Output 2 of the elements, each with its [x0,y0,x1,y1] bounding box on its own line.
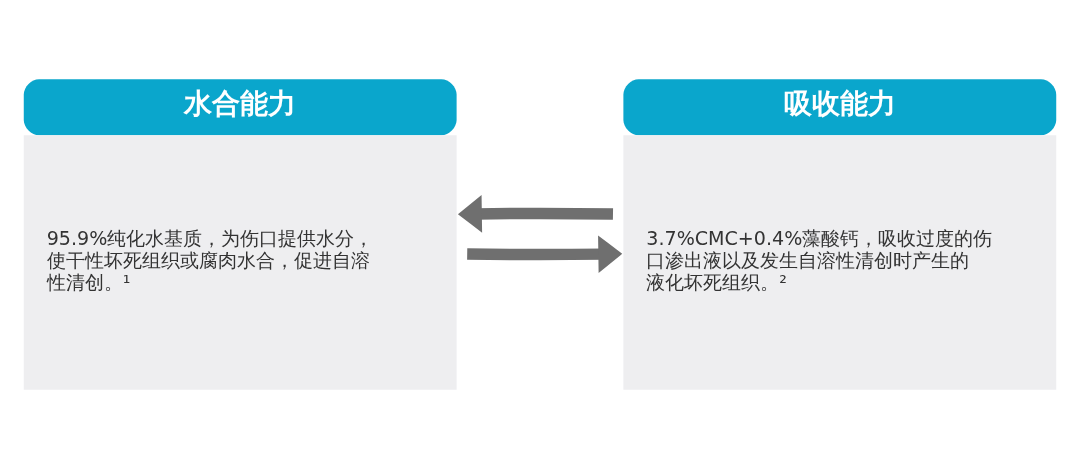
arrow [467,234,623,273]
arrow [457,194,614,233]
